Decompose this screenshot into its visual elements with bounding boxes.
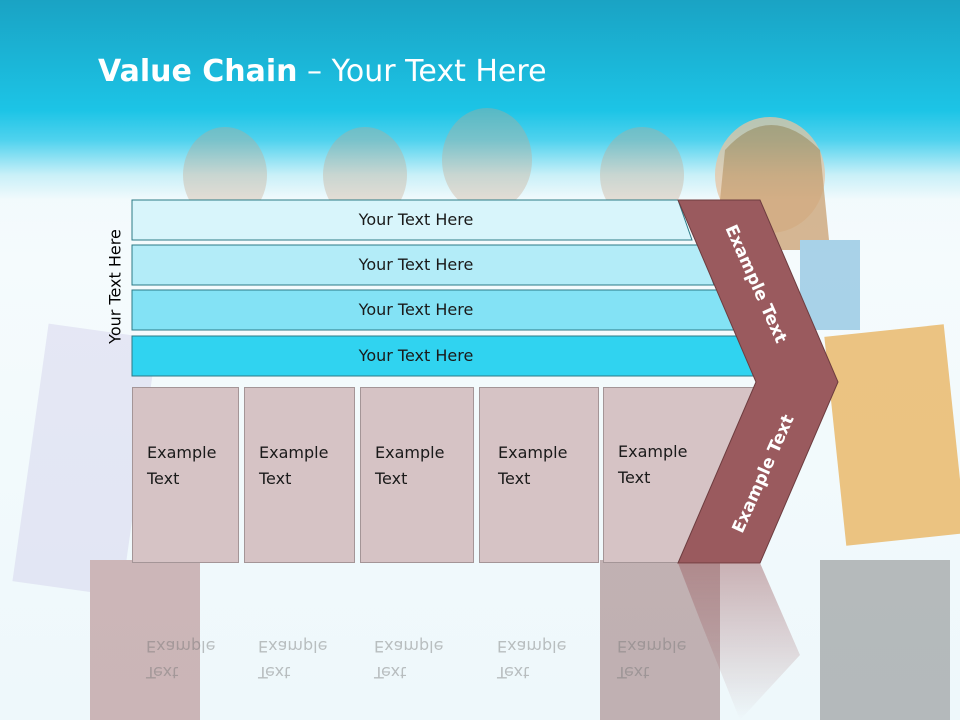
column-1-line2: Text [147, 469, 180, 488]
column-5-line2: Text [618, 468, 651, 487]
column-3-line1: Example [375, 443, 445, 462]
bar-4-label: Your Text Here [358, 346, 474, 365]
title-bold: Value Chain [98, 54, 298, 89]
column-1-line1: Example [147, 443, 217, 462]
column-3-line2: Text [375, 469, 408, 488]
column-2-line1: Example [259, 443, 329, 462]
column-2-line2: Text [259, 469, 292, 488]
column-5-text: Example Text [618, 439, 687, 491]
column-5-line1: Example [618, 442, 688, 461]
column-4-line1: Example [498, 443, 568, 462]
title-rest: – Your Text Here [297, 54, 547, 89]
column-4-line2: Text [498, 469, 531, 488]
bar-1-label: Your Text Here [358, 210, 474, 229]
bar-2-label: Your Text Here [358, 255, 474, 274]
bar-3-label: Your Text Here [358, 300, 474, 319]
side-label-text: Your Text Here [105, 229, 125, 344]
page-title: Value Chain – Your Text Here [98, 54, 547, 89]
